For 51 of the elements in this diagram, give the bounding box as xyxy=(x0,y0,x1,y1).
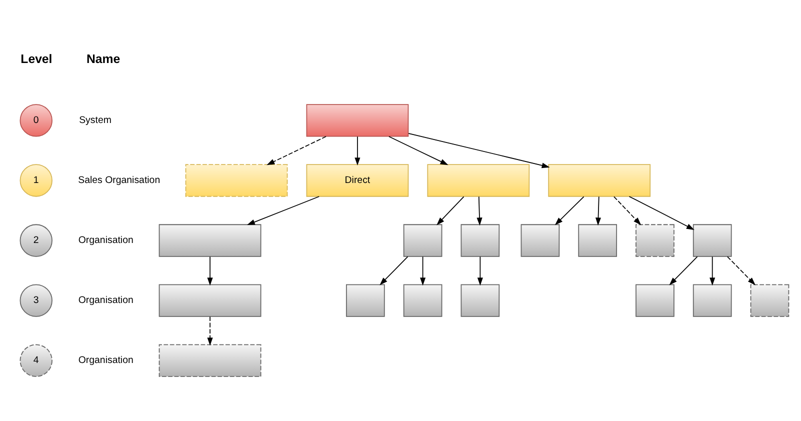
node-box xyxy=(636,284,674,317)
arrow xyxy=(207,316,213,346)
node-box xyxy=(750,284,790,317)
arrow xyxy=(669,256,698,286)
node-box xyxy=(427,164,530,197)
node-box xyxy=(460,224,500,257)
node-label: System xyxy=(79,114,112,126)
arrow xyxy=(436,196,464,226)
arrow xyxy=(380,256,408,286)
node-circle: 0 xyxy=(20,104,52,137)
label: Name xyxy=(86,52,120,66)
node-box xyxy=(460,284,500,317)
arrow xyxy=(614,196,642,226)
arrow xyxy=(354,136,360,166)
node-box xyxy=(346,284,385,317)
node-box xyxy=(306,104,409,137)
arrow xyxy=(726,256,756,286)
arrow xyxy=(554,196,584,226)
node-box xyxy=(520,224,560,257)
node-box xyxy=(185,164,288,197)
arrow xyxy=(476,196,482,226)
node-box: Direct xyxy=(306,164,409,197)
node-circle: 2 xyxy=(20,224,52,257)
node-box xyxy=(578,224,618,257)
arrow xyxy=(628,196,694,230)
node-label: Sales Organisation xyxy=(78,174,160,186)
arrow xyxy=(408,133,550,168)
label: Level xyxy=(20,52,52,66)
arrow xyxy=(595,196,602,226)
node-box xyxy=(158,344,262,377)
node-box xyxy=(692,224,732,257)
node-box xyxy=(158,224,262,257)
node-label: Organisation xyxy=(78,234,134,246)
arrow xyxy=(710,256,716,286)
arrow xyxy=(246,196,320,226)
arrow xyxy=(477,256,483,286)
arrow xyxy=(207,256,213,286)
node-circle: 4 xyxy=(20,344,52,377)
node-box xyxy=(403,224,442,257)
arrow xyxy=(266,136,326,166)
arrow xyxy=(388,136,448,166)
node-circle: 1 xyxy=(20,164,52,197)
node-box xyxy=(403,284,442,317)
node-label: Organisation xyxy=(78,295,134,306)
node-box xyxy=(692,284,732,317)
node-box xyxy=(636,224,674,257)
arrow xyxy=(420,256,426,286)
node-label: Organisation xyxy=(78,355,134,366)
node-box xyxy=(158,284,262,317)
node-circle: 3 xyxy=(20,284,52,317)
node-box xyxy=(548,164,651,197)
